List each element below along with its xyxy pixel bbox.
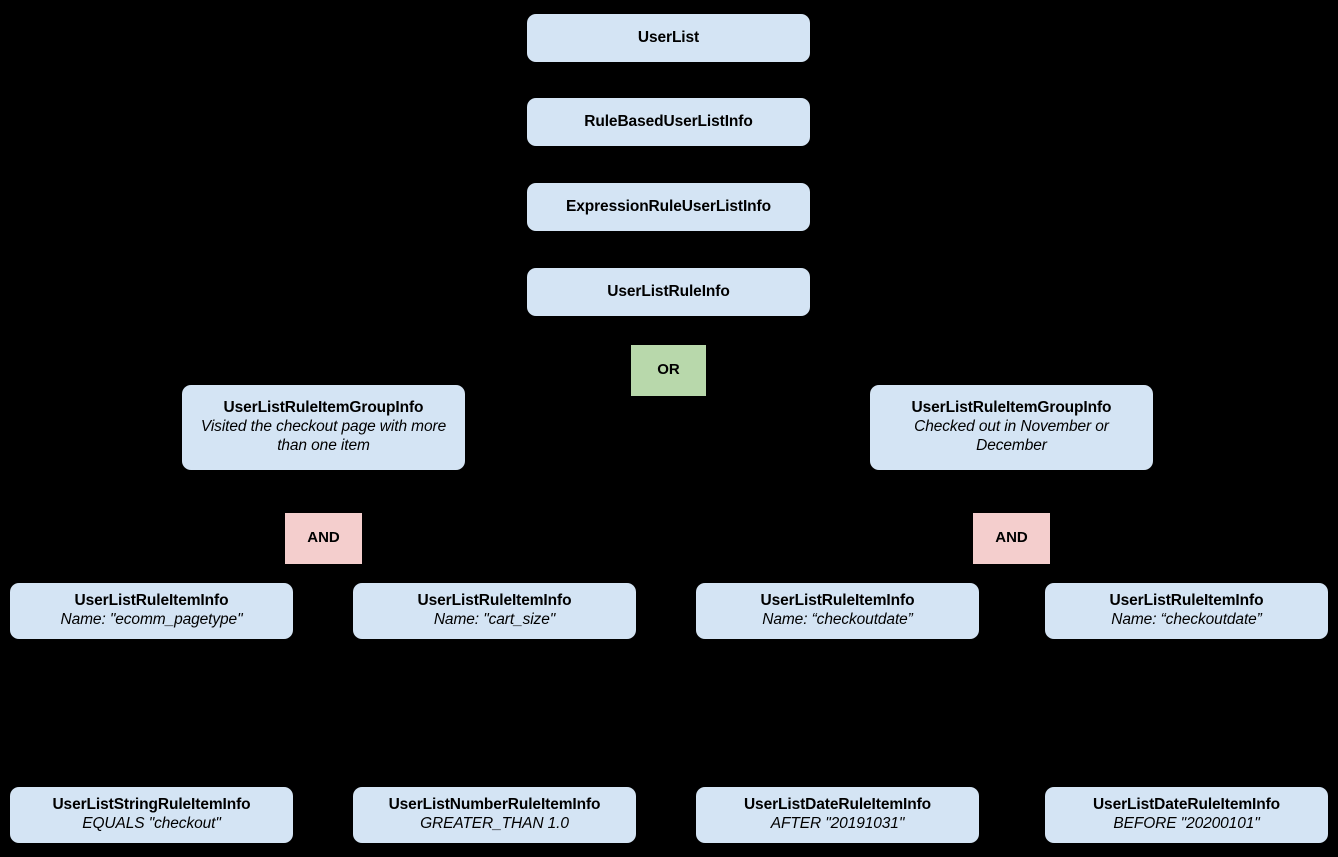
operator-and-left[interactable]: AND <box>285 513 362 564</box>
node-user-list[interactable]: UserList <box>527 14 810 62</box>
node-subtitle: EQUALS "checkout" <box>82 815 221 832</box>
node-subtitle: Name: “checkoutdate” <box>1111 611 1262 628</box>
node-title: UserListNumberRuleItemInfo <box>388 796 601 814</box>
node-group-left[interactable]: UserListRuleItemGroupInfo Visited the ch… <box>182 385 465 470</box>
node-title: UserListRuleItemInfo <box>417 592 572 610</box>
node-subtitle: Name: “checkoutdate” <box>762 611 913 628</box>
operator-or[interactable]: OR <box>631 345 706 396</box>
node-rule-item-1[interactable]: UserListRuleItemInfo Name: "ecomm_pagety… <box>10 583 293 639</box>
node-title: UserList <box>637 28 700 46</box>
operator-and-right[interactable]: AND <box>973 513 1050 564</box>
node-title: RuleBasedUserListInfo <box>584 112 753 130</box>
node-subtitle: Name: "ecomm_pagetype" <box>60 611 243 628</box>
operator-label: OR <box>657 361 680 379</box>
node-user-list-rule-info[interactable]: UserListRuleInfo <box>527 268 810 316</box>
node-title: UserListRuleItemInfo <box>760 592 915 610</box>
node-title: UserListDateRuleItemInfo <box>743 796 932 814</box>
node-leaf-date-rule-before[interactable]: UserListDateRuleItemInfo BEFORE "2020010… <box>1045 787 1328 843</box>
node-title: UserListRuleItemGroupInfo <box>223 399 424 417</box>
node-title: UserListRuleItemInfo <box>74 592 229 610</box>
node-leaf-date-rule-after[interactable]: UserListDateRuleItemInfo AFTER "20191031… <box>696 787 979 843</box>
node-subtitle: Name: "cart_size" <box>433 611 556 628</box>
operator-label: AND <box>995 529 1028 547</box>
node-subtitle: GREATER_THAN 1.0 <box>420 815 569 832</box>
node-expression-rule-user-list-info[interactable]: ExpressionRuleUserListInfo <box>527 183 810 231</box>
node-title: UserListRuleInfo <box>607 282 730 300</box>
node-title: UserListRuleItemGroupInfo <box>911 399 1112 417</box>
node-rule-based-user-list-info[interactable]: RuleBasedUserListInfo <box>527 98 810 146</box>
node-rule-item-4[interactable]: UserListRuleItemInfo Name: “checkoutdate… <box>1045 583 1328 639</box>
node-title: UserListStringRuleItemInfo <box>52 796 251 814</box>
node-group-right[interactable]: UserListRuleItemGroupInfo Checked out in… <box>870 385 1153 470</box>
node-title: ExpressionRuleUserListInfo <box>566 197 771 215</box>
node-subtitle: BEFORE "20200101" <box>1113 815 1260 832</box>
node-rule-item-3[interactable]: UserListRuleItemInfo Name: “checkoutdate… <box>696 583 979 639</box>
node-subtitle: Checked out in November or December <box>914 418 1109 454</box>
node-title: UserListRuleItemInfo <box>1109 592 1264 610</box>
node-subtitle: Visited the checkout page with more than… <box>200 418 447 454</box>
node-rule-item-2[interactable]: UserListRuleItemInfo Name: "cart_size" <box>353 583 636 639</box>
operator-label: AND <box>307 529 340 547</box>
node-title: UserListDateRuleItemInfo <box>1092 796 1281 814</box>
node-leaf-string-rule[interactable]: UserListStringRuleItemInfo EQUALS "check… <box>10 787 293 843</box>
node-leaf-number-rule[interactable]: UserListNumberRuleItemInfo GREATER_THAN … <box>353 787 636 843</box>
node-subtitle: AFTER "20191031" <box>770 815 905 832</box>
